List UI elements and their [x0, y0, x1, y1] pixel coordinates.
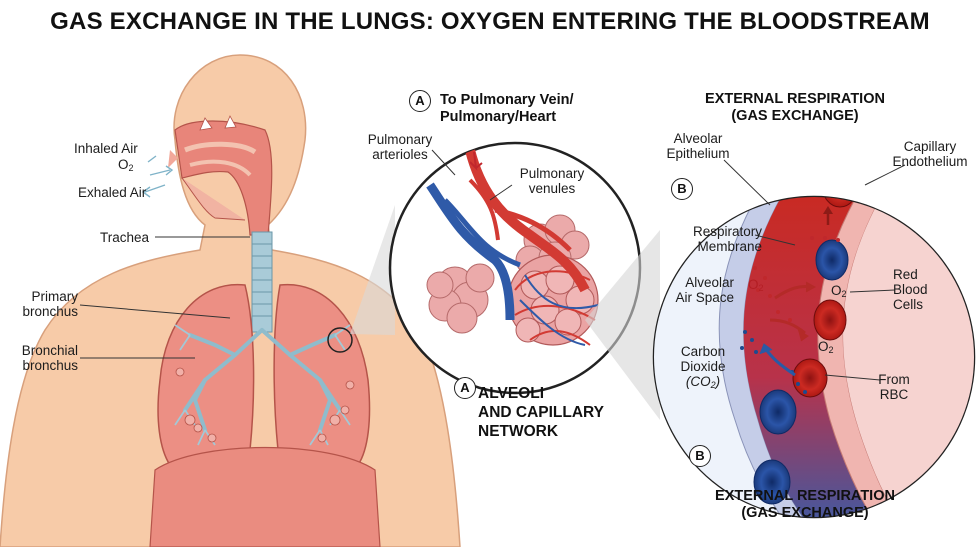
respiratory-membrane-label: Respiratory Membrane [672, 224, 762, 254]
zoom-marker-circle [327, 327, 353, 353]
trachea-tube [251, 231, 273, 333]
middle-leader-lines [431, 149, 513, 201]
capillary-endothelium-label: Capillary Endothelium [888, 139, 972, 169]
membrane-line2: Membrane [697, 239, 762, 254]
circle-a-detail [388, 141, 642, 395]
o2-capillary-label: O2 [831, 283, 847, 302]
trachea-label: Trachea [100, 230, 150, 245]
o2-capillary-sub: 2 [841, 289, 847, 299]
diaphragm [149, 446, 381, 547]
alveolar-epithelium-label: Alveolar Epithelium [658, 131, 738, 161]
airflow-arrows [141, 155, 174, 198]
from-rbc-label: From RBC [872, 372, 916, 402]
bronchial-tree [183, 328, 342, 432]
alveoli-caption-line2: AND CAPILLARY [478, 404, 605, 421]
from-rbc-line1: From [878, 372, 910, 387]
badge-b-top: B [671, 178, 693, 200]
red-blood-cells-label: Red Blood Cells [893, 267, 928, 312]
pulmonary-arterioles-label: Pulmonary arterioles [360, 132, 440, 162]
to-pulmonary-line1: To Pulmonary Vein/ [440, 92, 574, 108]
epithelium-line1: Alveolar [673, 131, 723, 146]
endothelium-line2: Endothelium [892, 154, 968, 169]
zoom-cone-a [350, 205, 395, 335]
o2-alveolar-symbol: O [748, 277, 759, 292]
air-space-line1: Alveolar [685, 275, 734, 290]
epithelium-line2: Epithelium [666, 146, 730, 161]
rbc-line2: Blood [893, 282, 928, 297]
venules-line2: venules [528, 181, 576, 196]
inhaled-air-label: Inhaled Air [74, 141, 138, 156]
alveoli-caption-line1: ALVEOLI [478, 385, 545, 402]
bronchial-bronchus-label: Bronchial bronchus [10, 343, 78, 373]
zoom-cone-b [585, 230, 660, 420]
alveoli-caption-line3: NETWORK [478, 423, 559, 440]
venules-line1: Pulmonary [519, 166, 585, 181]
co2-formula-line: (CO2) [685, 374, 721, 390]
o2-alveolar-label: O2 [748, 277, 764, 296]
co2-subscript: 2 [710, 380, 716, 390]
co2-formula: CO [690, 374, 711, 389]
co2-line2: Dioxide [680, 359, 726, 374]
bronchial-bronchus-line1: Bronchial [21, 343, 78, 358]
external-bottom-line2: (GAS EXCHANGE) [741, 505, 869, 521]
to-pulmonary-label: To Pulmonary Vein/ Pulmonary/Heart [440, 92, 573, 126]
badge-b-bottom: B [689, 445, 711, 467]
external-bottom-line1: EXTERNAL RESPIRATION [715, 488, 895, 504]
upper-airway [168, 115, 273, 236]
arterioles-line2: arterioles [372, 147, 428, 162]
o2-alveolar-sub: 2 [758, 283, 764, 293]
external-respiration-bottom: EXTERNAL RESPIRATION (GAS EXCHANGE) [700, 488, 910, 522]
from-rbc-line2: RBC [879, 387, 909, 402]
primary-bronchus-line2: bronchus [22, 304, 78, 319]
left-leader-lines [79, 236, 250, 359]
alveolar-air-space-label: Alveolar Air Space [668, 275, 734, 305]
membrane-line1: Respiratory [692, 224, 762, 239]
to-pulmonary-line2: Pulmonary/Heart [440, 109, 557, 125]
badge-a-top: A [409, 90, 431, 112]
air-space-line2: Air Space [675, 290, 734, 305]
pulmonary-venules-label: Pulmonary venules [512, 166, 592, 196]
rbc-line3: Cells [893, 297, 924, 312]
arterioles-line1: Pulmonary [367, 132, 433, 147]
o2-rbc-label: O2 [818, 339, 834, 358]
external-top-line1: EXTERNAL RESPIRATION [705, 91, 885, 107]
external-respiration-top: EXTERNAL RESPIRATION (GAS EXCHANGE) [700, 91, 890, 125]
page-title: GAS EXCHANGE IN THE LUNGS: OXYGEN ENTERI… [50, 8, 930, 35]
carbon-dioxide-label: Carbon Dioxide (CO2) [668, 344, 738, 393]
primary-bronchus-label: Primary bronchus [10, 289, 78, 319]
co2-line1: Carbon [680, 344, 726, 359]
external-top-line2: (GAS EXCHANGE) [731, 108, 859, 124]
primary-bronchus-line1: Primary [31, 289, 79, 304]
badge-a-bottom: A [454, 377, 476, 399]
rbc-line1: Red [893, 267, 918, 282]
o2-capillary-symbol: O [831, 283, 842, 298]
endothelium-line1: Capillary [903, 139, 957, 154]
o2-symbol: O [118, 157, 129, 172]
alveoli-caption: ALVEOLI AND CAPILLARY NETWORK [478, 384, 604, 441]
exhaled-air-label: Exhaled Air [78, 185, 147, 200]
o2-subscript: 2 [128, 163, 134, 173]
bronchial-bronchus-line2: bronchus [22, 358, 78, 373]
o2-rbc-sub: 2 [828, 345, 834, 355]
right-leader-lines [723, 159, 906, 381]
circle-b-detail [652, 195, 976, 519]
o2-inhaled-label: O2 [118, 157, 134, 176]
o2-rbc-symbol: O [818, 339, 829, 354]
alveoli-clusters-lung [175, 367, 355, 443]
